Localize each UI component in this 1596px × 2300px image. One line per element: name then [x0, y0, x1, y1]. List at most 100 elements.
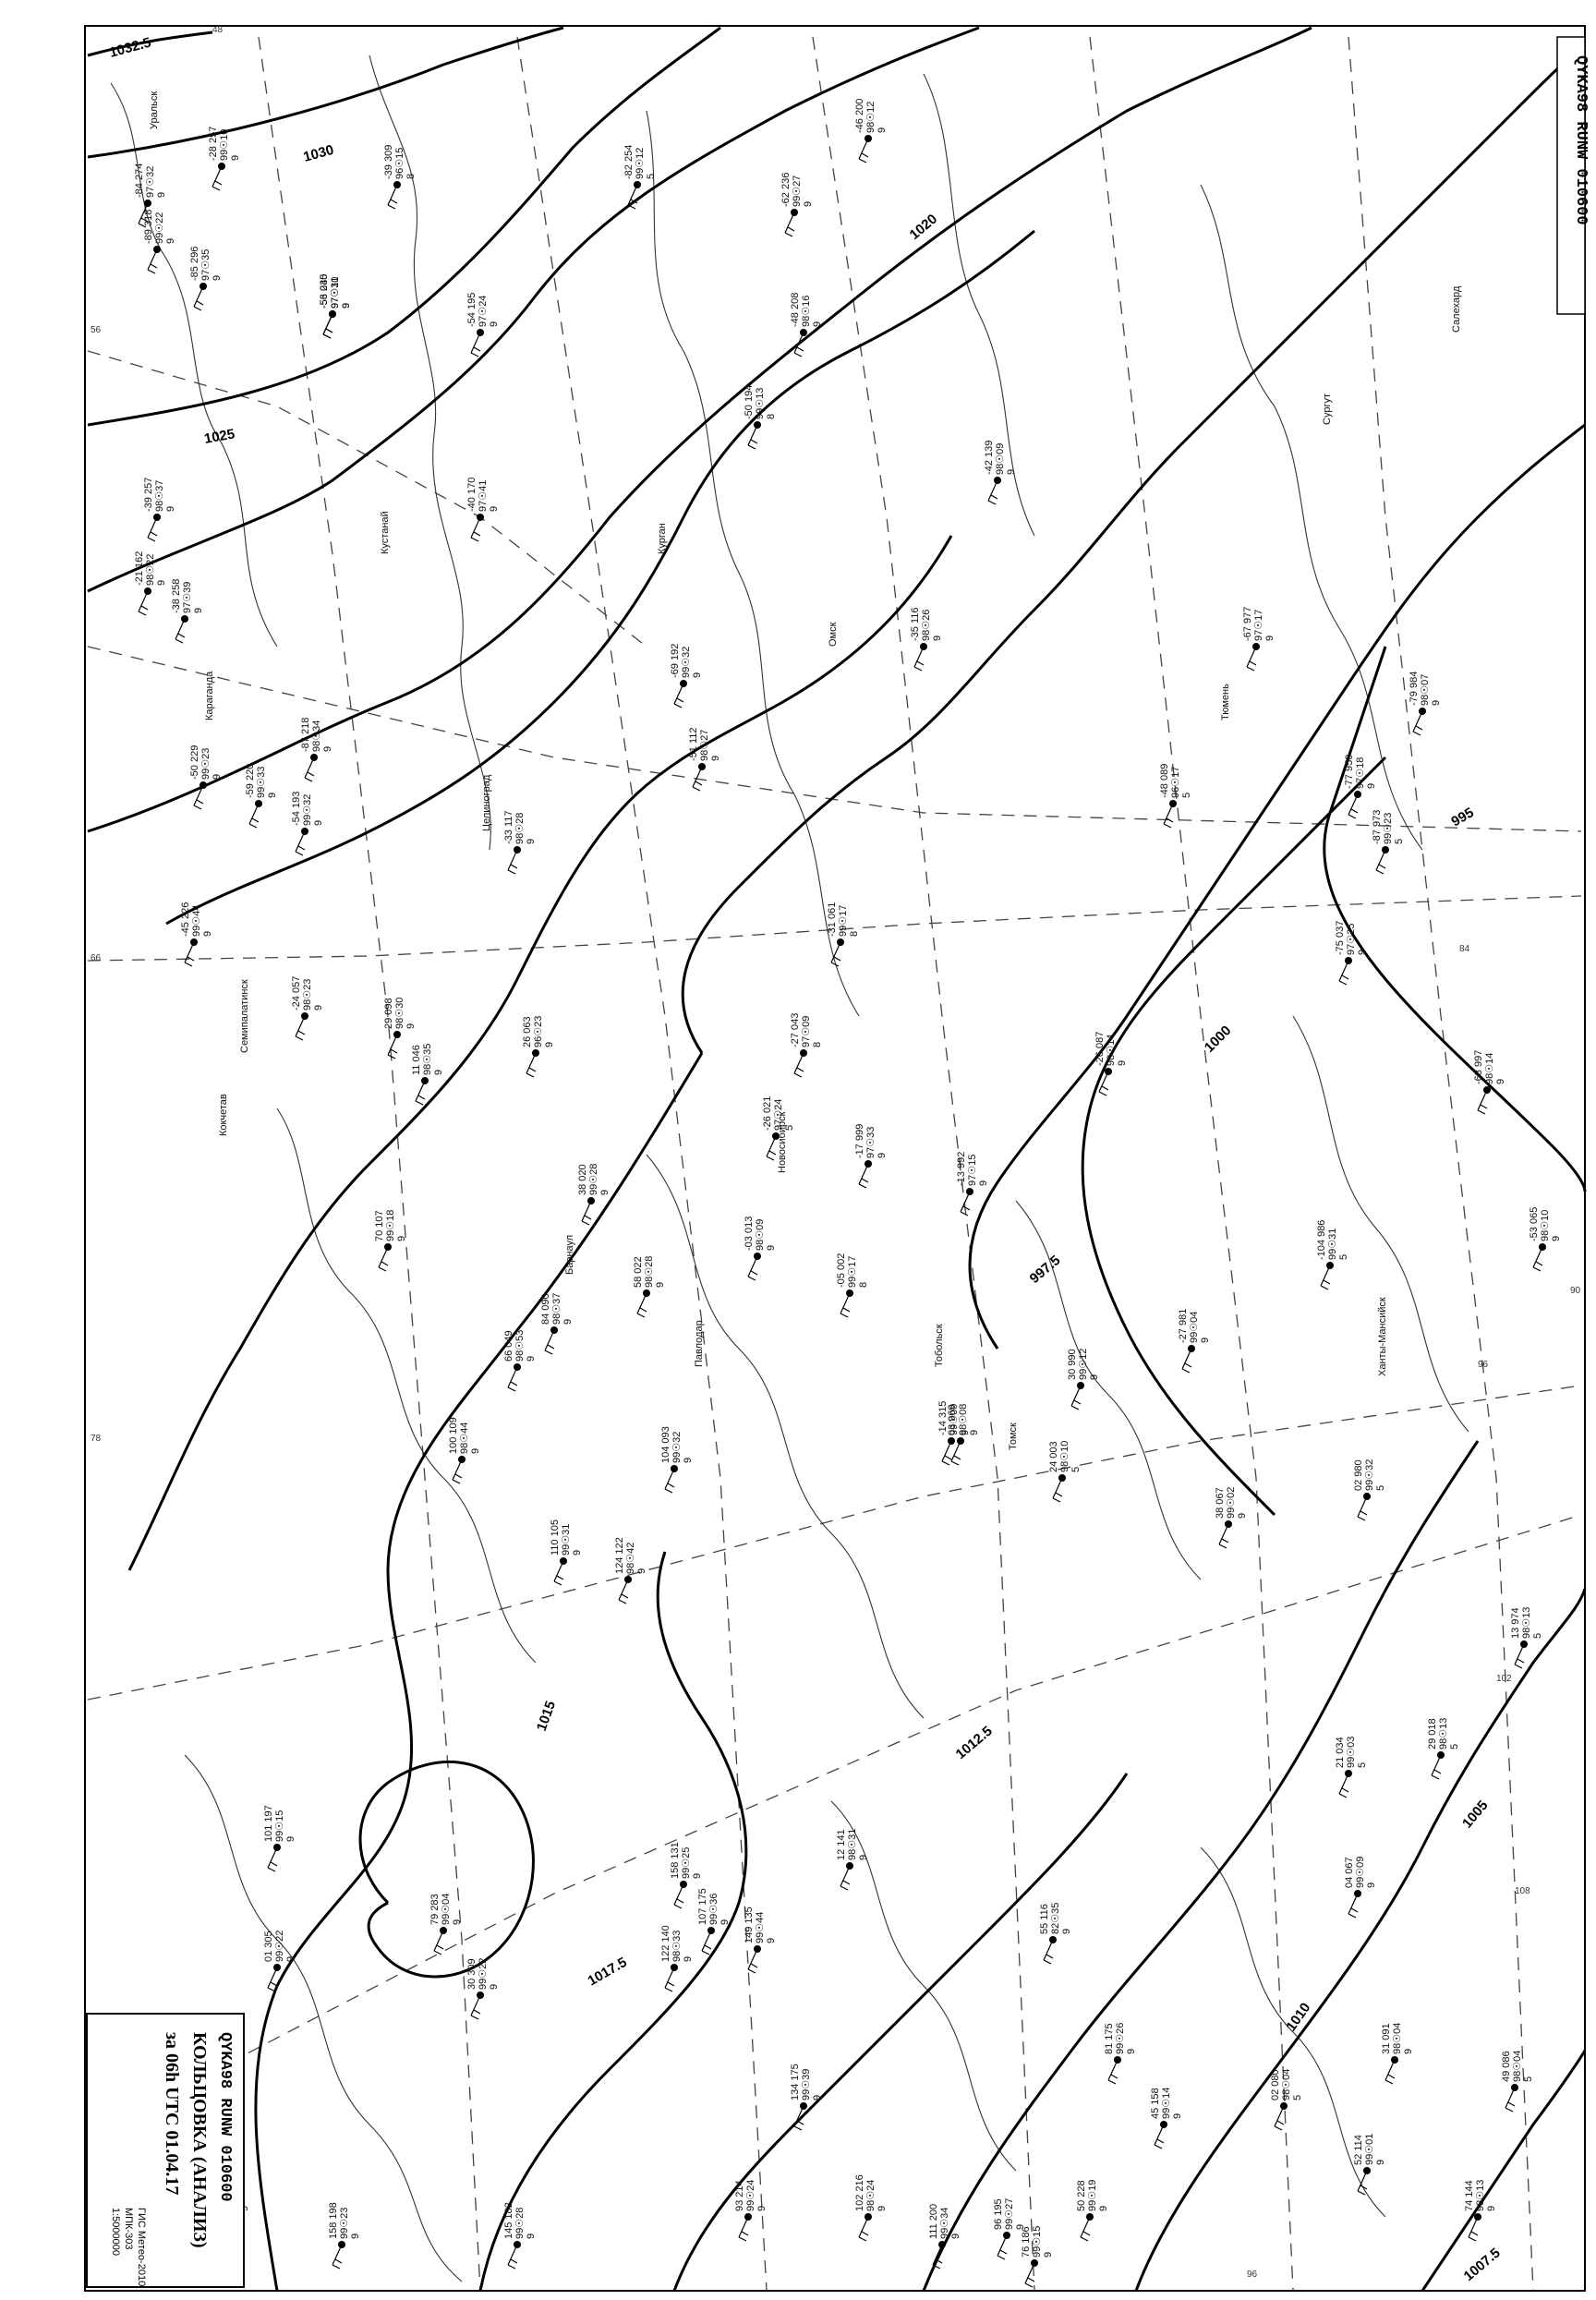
wind-barb	[738, 2216, 749, 2242]
station-cloud: 9	[1015, 2224, 1026, 2230]
station-temp-pressure: -62 236	[780, 173, 792, 207]
station-weather: 99☉09	[1355, 1857, 1366, 1888]
wind-barb	[470, 1994, 481, 2020]
station-temp-pressure: -40 170	[466, 478, 478, 512]
station-temp-pressure: -17 999	[854, 1124, 865, 1158]
station-cloud: 5	[1449, 1744, 1460, 1749]
station-weather: 97☉24	[773, 1099, 784, 1131]
station-temp-pressure: -28 257	[208, 127, 219, 161]
city-label: Семипалатинск	[239, 979, 250, 1053]
city-label: Ханты-Мансийск	[1377, 1297, 1388, 1376]
wind-barb	[581, 1200, 592, 1226]
station-weather: 98☉04	[1281, 2069, 1292, 2100]
wind-barb	[1384, 2059, 1396, 2085]
wind-barb	[1375, 849, 1386, 875]
station-temp-pressure: -82 254	[623, 145, 635, 179]
station-temp-pressure: -39 257	[143, 478, 154, 512]
station-temp-pressure: 74 144	[1464, 2180, 1475, 2211]
station-temp-pressure: 26 063	[522, 1016, 533, 1047]
station-cloud: 9	[1486, 2206, 1497, 2211]
wind-barb	[1505, 2087, 1516, 2112]
wind-barb	[997, 2234, 1008, 2260]
station-weather: 98☉31	[847, 1829, 858, 1860]
station-weather: 97☉10	[330, 277, 341, 309]
station-temp-pressure: -38 258	[171, 579, 182, 613]
station-temp-pressure: 93 214	[734, 2180, 745, 2211]
station-cloud: 9	[156, 580, 167, 586]
station-temp-pressure: 30 990	[1067, 1349, 1078, 1380]
station-cloud: 8	[849, 931, 860, 937]
station-weather: 82☉35	[1050, 1903, 1061, 1934]
station-weather: 98☉10	[1059, 1441, 1070, 1472]
city-label: Тюмень	[1220, 684, 1231, 720]
wind-barb	[793, 332, 804, 357]
station-cloud: 9	[766, 1938, 777, 1943]
wind-barb	[544, 1329, 555, 1355]
legend-meta: 1:5000000	[110, 2208, 121, 2256]
isobar-label: 1000	[1202, 1023, 1235, 1056]
station-weather: 99☉31	[1327, 1229, 1338, 1260]
station-weather: 99☉22	[154, 212, 165, 244]
grid-label: 78	[91, 1434, 102, 1444]
station-weather: 99☉14	[1161, 2088, 1172, 2119]
station-temp-pressure: -104 986	[1316, 1220, 1327, 1260]
station-cloud: 9	[1375, 2160, 1386, 2165]
city-label: Кустанай	[380, 511, 391, 554]
station-weather: 98☉08	[958, 1404, 969, 1435]
station-weather: 98☉30	[394, 998, 405, 1029]
station-temp-pressure: -26 021	[762, 1096, 773, 1131]
station-weather: 96☉23	[533, 1016, 544, 1047]
station-weather: 98☉37	[154, 480, 165, 512]
city-label: Целиноград	[481, 774, 492, 831]
station-cloud: 9	[1089, 1374, 1100, 1380]
header-top: QYKA98 RUNW 010600	[1556, 36, 1590, 315]
city-label: Уральск	[149, 91, 160, 129]
station-weather: 98☉16	[801, 296, 812, 327]
city-label: Курган	[657, 523, 668, 554]
station-weather: 98☉04	[1512, 2051, 1523, 2082]
city-label: Салехард	[1451, 285, 1462, 333]
legend-valid-time: за 06h UTC 01.04.17	[162, 2032, 182, 2195]
station-temp-pressure: 122 140	[660, 1925, 671, 1962]
station-temp-pressure: 76 186	[1021, 2226, 1032, 2258]
wind-barb	[701, 1930, 712, 1955]
station-temp-pressure: 66 049	[503, 1330, 514, 1362]
station-weather: 98☉14	[1106, 1035, 1117, 1066]
isobar-label: 1005	[1459, 1798, 1491, 1831]
station-weather: 99☉32	[302, 794, 313, 826]
wind-barb	[1468, 2216, 1479, 2242]
station-temp-pressure: 124 122	[614, 1537, 625, 1574]
station-weather: 99☉28	[514, 2208, 526, 2239]
station-weather: 99☉04	[1189, 1312, 1200, 1343]
station-weather: 99☉10	[219, 129, 230, 161]
station-cloud: 8	[766, 414, 777, 419]
wind-barb	[1070, 1385, 1082, 1410]
station-temp-pressure: -21 162	[134, 551, 145, 586]
station-weather: 99☉12	[1078, 1349, 1089, 1380]
station-temp-pressure: -42 139	[984, 441, 995, 475]
wind-barb	[526, 1052, 537, 1078]
station-temp-pressure: -50 194	[744, 385, 755, 419]
wind-barb	[1218, 1523, 1229, 1549]
station-temp-pressure: -27 043	[790, 1013, 801, 1047]
station-weather: 98☉12	[865, 102, 877, 133]
wind-barb	[627, 184, 638, 210]
station-weather: 99☉22	[478, 1958, 489, 1990]
